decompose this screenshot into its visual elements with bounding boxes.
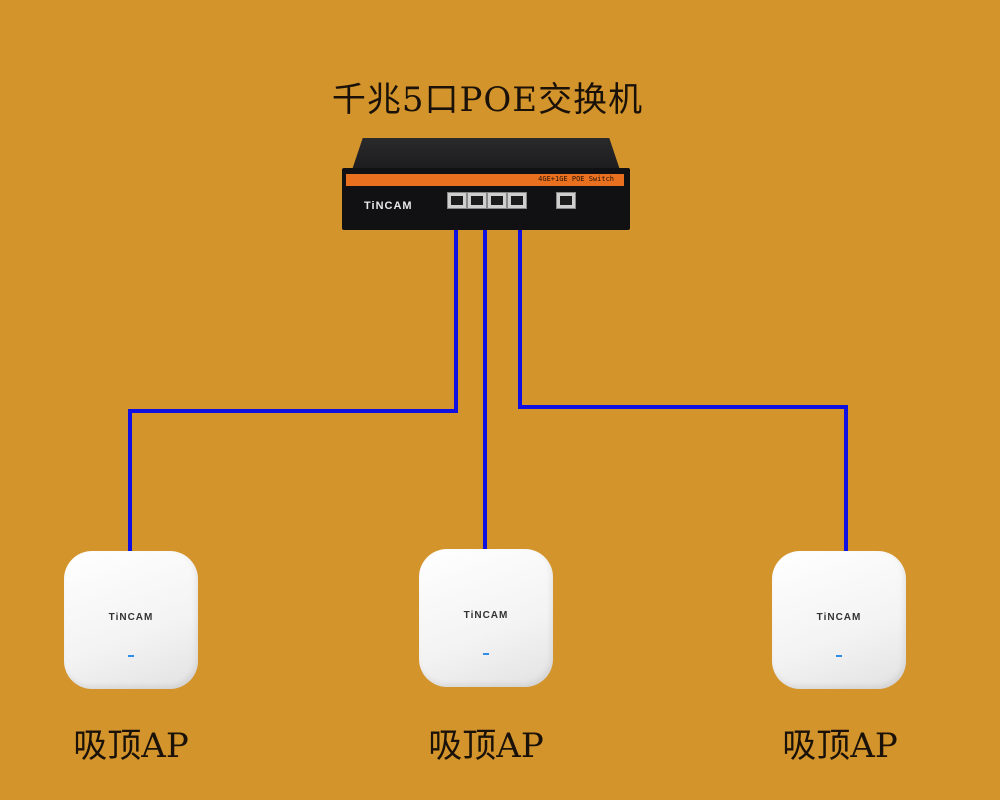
switch-front-panel: 4GE+1GE POE Switch TiNCAM [342,168,630,230]
poe-port-2 [467,192,487,209]
ap-label-right: 吸顶AP [782,726,898,766]
ap-brand-logo: TiNCAM [108,612,154,623]
poe-port-4 [507,192,527,209]
access-point-center: TiNCAM [419,549,553,687]
ap-status-led [128,655,134,657]
access-point-right: TiNCAM [772,551,906,689]
poe-port-3 [487,192,507,209]
ap-brand-logo: TiNCAM [463,610,509,621]
switch-stripe: 4GE+1GE POE Switch [346,174,624,186]
switch-top [352,138,620,170]
ap-label-center: 吸顶AP [428,726,544,766]
access-point-left: TiNCAM [64,551,198,689]
ap-brand-logo: TiNCAM [816,612,862,623]
ap-status-led [483,653,489,655]
poe-port-1 [447,192,467,209]
ap-status-led [836,655,842,657]
cable-right [518,228,848,552]
switch-model-label: 4GE+1GE POE Switch [538,175,614,183]
uplink-port [556,192,576,209]
poe-switch: 4GE+1GE POE Switch TiNCAM [342,138,630,230]
ap-label-left: 吸顶AP [73,726,189,766]
switch-brand-logo: TiNCAM [364,200,413,212]
cable-left [128,228,458,552]
diagram-title: 千兆5口POE交换机 [331,80,644,120]
